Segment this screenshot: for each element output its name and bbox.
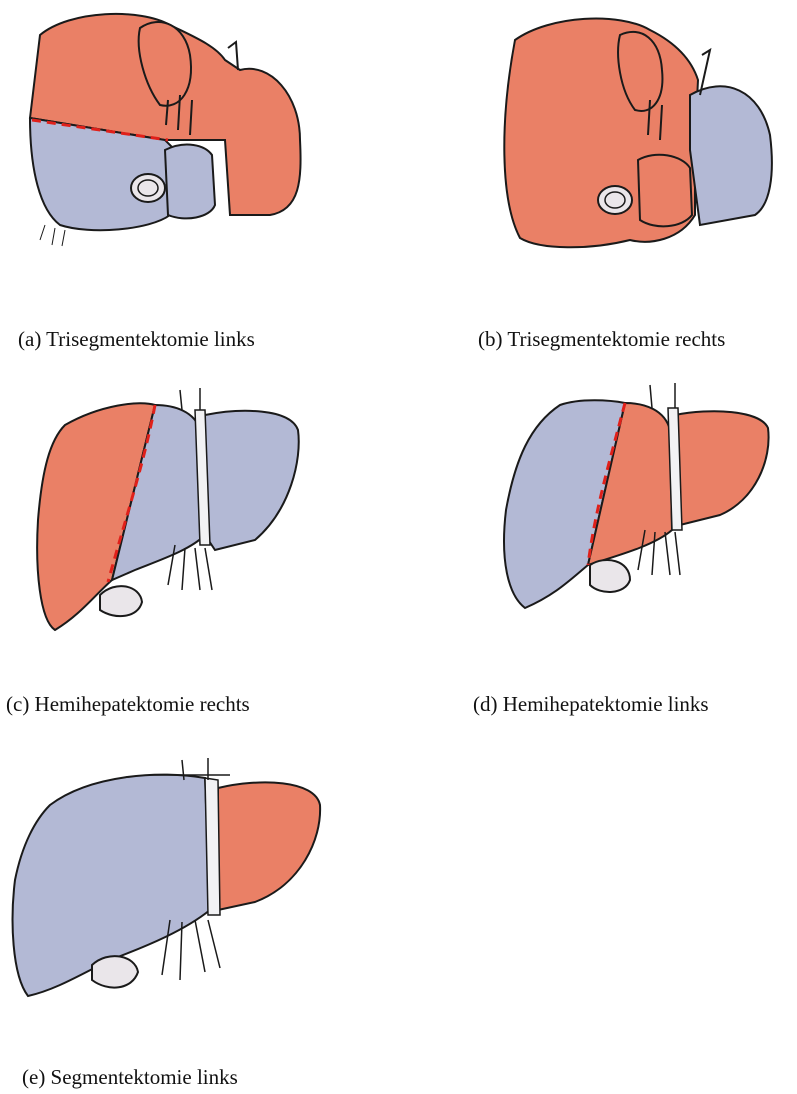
resected-region-e xyxy=(218,782,320,910)
liver-illustration-a xyxy=(0,0,400,360)
caption-b: (b) Trisegmentektomie rechts xyxy=(478,327,725,352)
remaining-region-b xyxy=(690,86,772,225)
caption-e: (e) Segmentektomie links xyxy=(22,1065,238,1090)
caption-d: (d) Hemihepatektomie links xyxy=(473,692,709,717)
caption-c: (c) Hemihepatektomie rechts xyxy=(6,692,250,717)
liver-illustration-b xyxy=(470,0,797,360)
panel-b: (b) Trisegmentektomie rechts xyxy=(470,0,797,360)
liver-illustration-e xyxy=(0,740,400,1094)
liver-illustration-c xyxy=(0,370,400,730)
caption-a: (a) Trisegmentektomie links xyxy=(18,327,255,352)
panel-c: (c) Hemihepatektomie rechts xyxy=(0,370,400,730)
panel-d: (d) Hemihepatektomie links xyxy=(470,370,797,730)
panel-e: (e) Segmentektomie links xyxy=(0,740,400,1094)
liver-illustration-d xyxy=(470,370,797,730)
panel-a: (a) Trisegmentektomie links xyxy=(0,0,400,360)
